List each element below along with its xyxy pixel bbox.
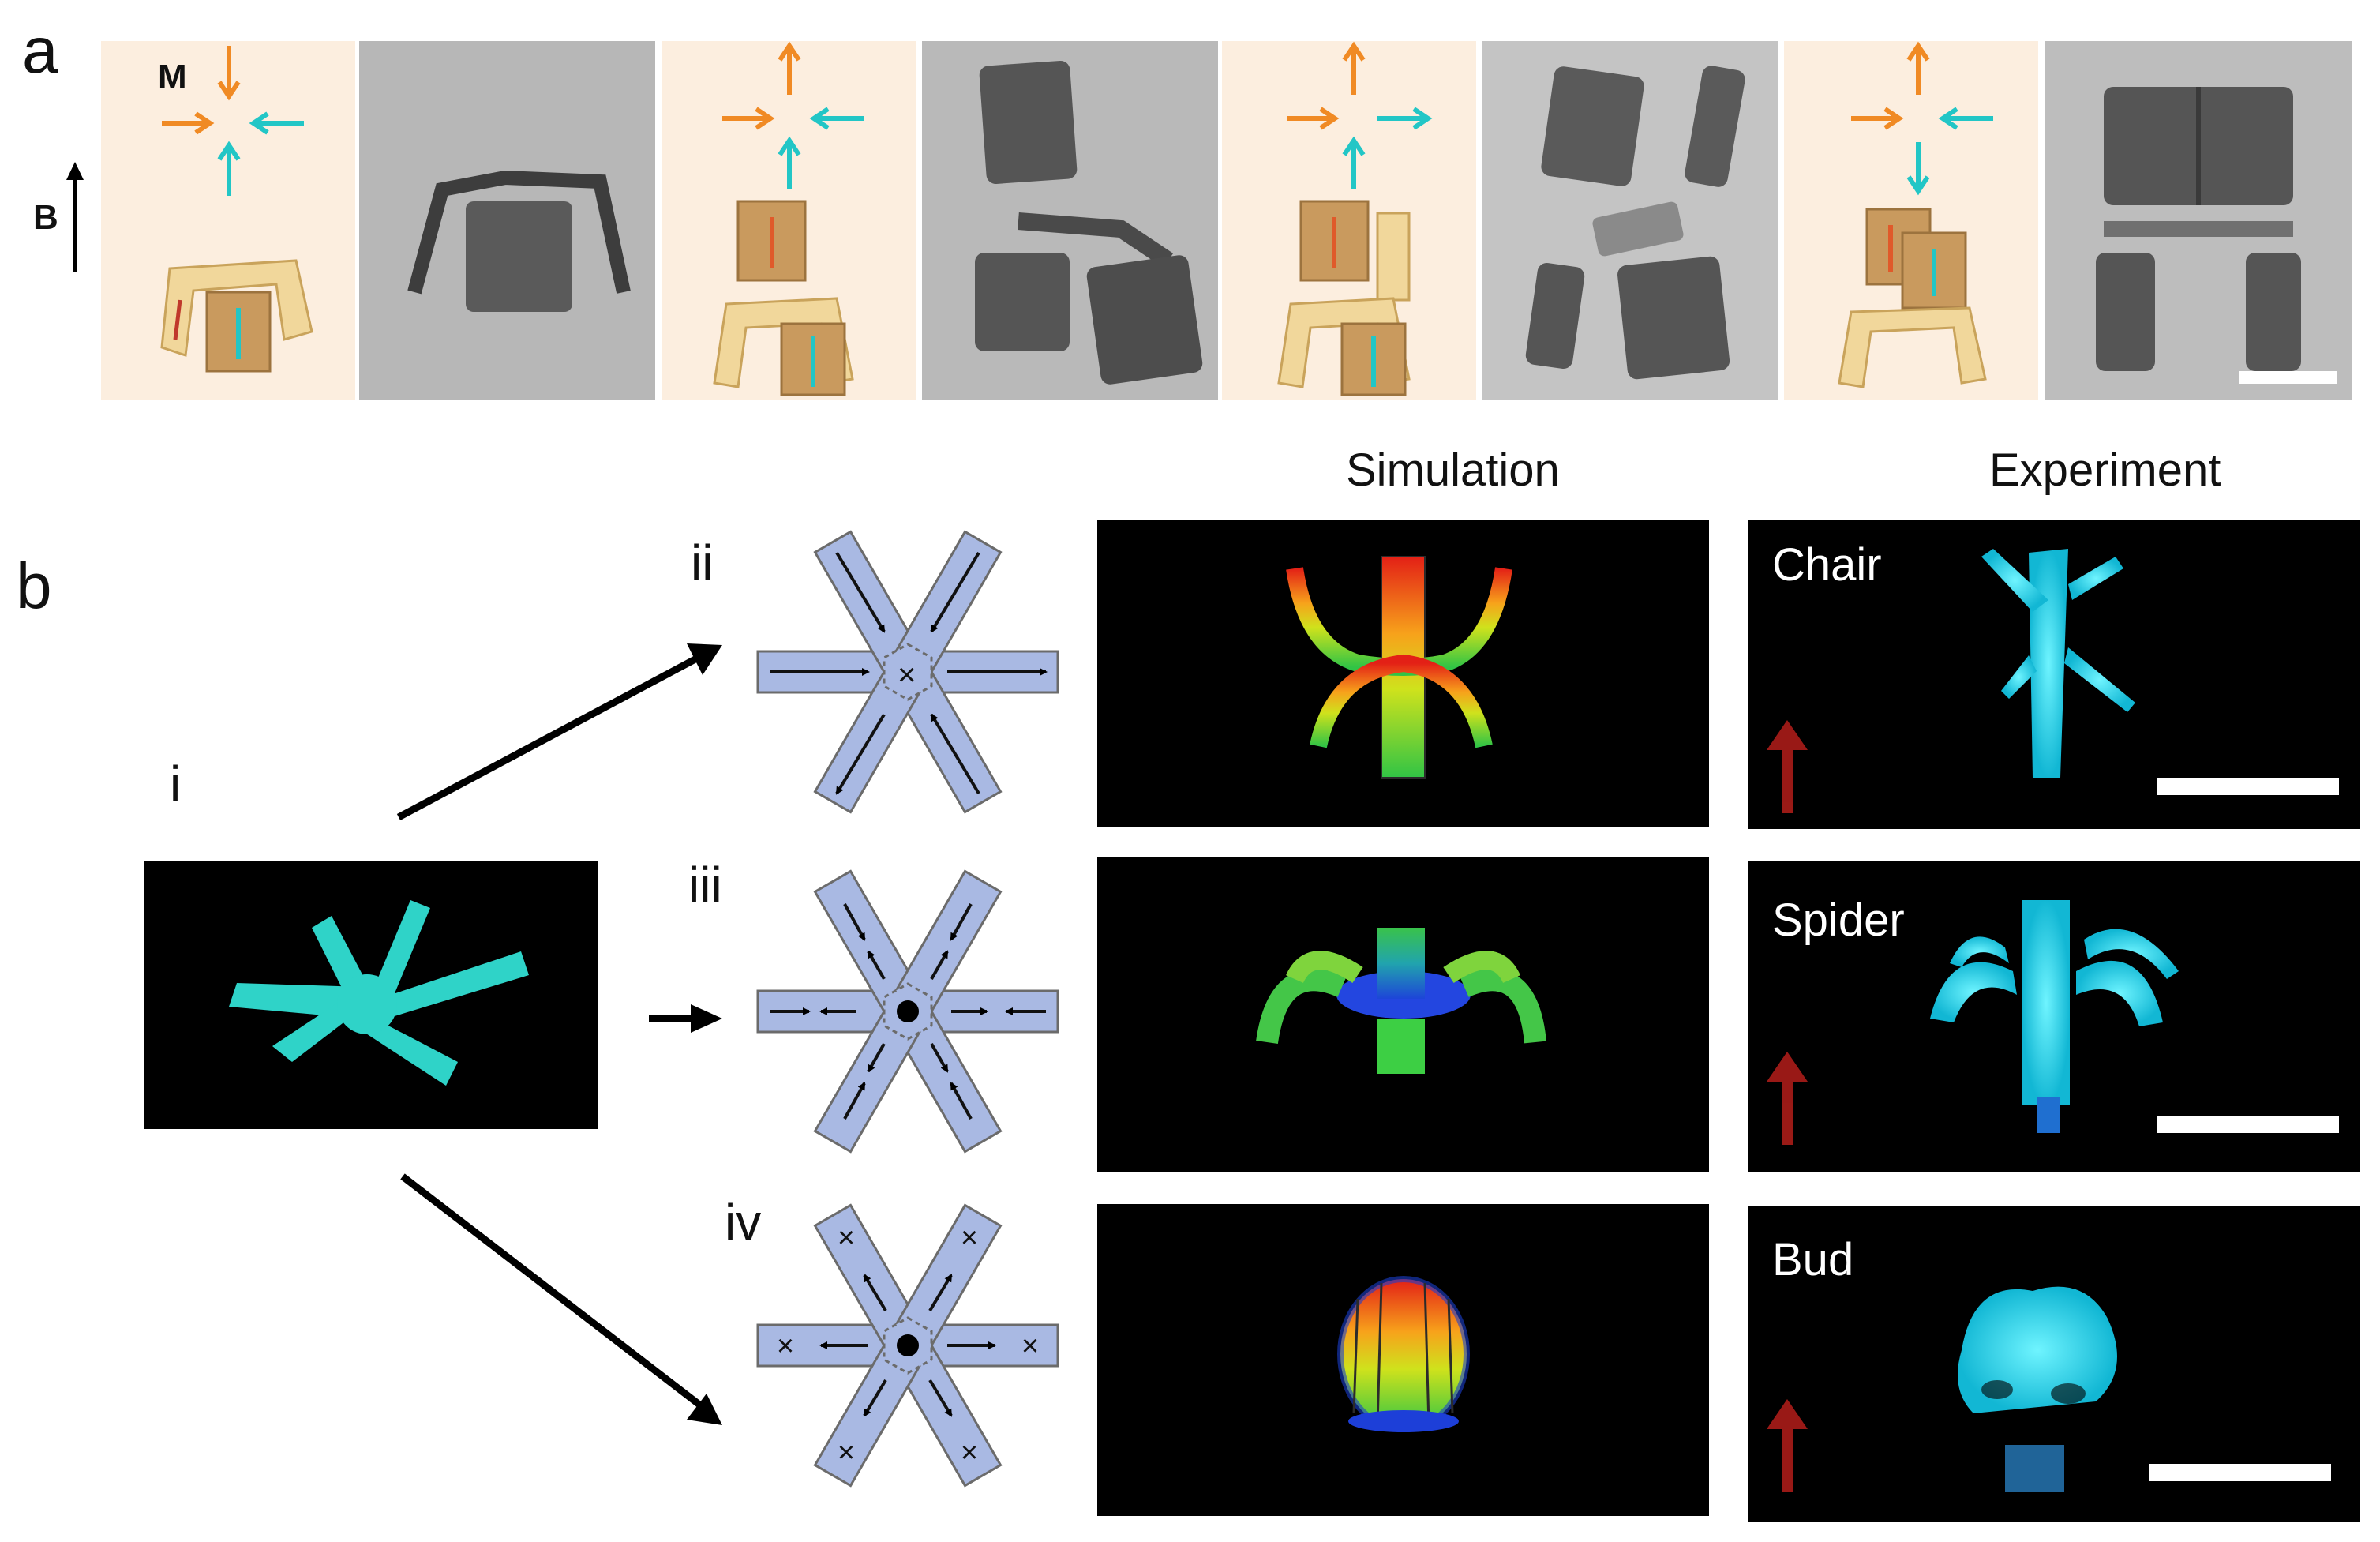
panel-a-micrograph-2 [922, 41, 1218, 400]
cross-mark-icon: × [838, 1436, 855, 1469]
scale-bar [2157, 778, 2339, 795]
scale-bar [2157, 1116, 2339, 1133]
shape-label-spider: Spider [1772, 895, 1905, 946]
panel-a-schematic-2 [662, 41, 916, 400]
transition-arrows [396, 643, 722, 1425]
field-label: B [33, 198, 58, 237]
field-direction-arrow-icon [1767, 1399, 1808, 1492]
programming-diagram-bud: × × × × × × [756, 1203, 1059, 1488]
simulation-bud [1097, 1204, 1709, 1516]
magnetization-arrows-icon [162, 46, 304, 196]
panel-a-schematic-3 [1222, 41, 1476, 400]
field-axis: B [33, 162, 84, 272]
initial-star-photo [144, 861, 598, 1129]
magnetization-arrows-icon [722, 41, 864, 189]
center-dot-icon [897, 1334, 919, 1356]
programming-diagram-chair: × [756, 530, 1059, 814]
magnetization-label: M [158, 58, 187, 96]
panel-a-micrograph-3 [1482, 41, 1778, 400]
chair-model-icon [160, 259, 313, 373]
cross-mark-icon: × [961, 1221, 978, 1255]
scale-bar [2239, 371, 2337, 384]
label-iv: iv [725, 1194, 761, 1251]
panel-a-micrograph-4 [2045, 41, 2352, 400]
experiment-bud: Bud [1748, 1206, 2360, 1522]
panel-a-schematic-1: M B [33, 41, 355, 400]
experiment-spider: Spider [1748, 861, 2360, 1172]
simulation-chair [1097, 520, 1709, 827]
chair-model-icon [1838, 208, 1987, 388]
cross-mark-icon: × [777, 1330, 794, 1363]
cross-mark-icon: × [838, 1221, 855, 1255]
panel-a-label: a [22, 15, 58, 87]
center-dot-icon [897, 1000, 919, 1022]
chair-model-icon [1277, 200, 1411, 396]
magnetization-arrows-icon [1851, 41, 1993, 196]
panel-b-label: b [16, 550, 52, 622]
panel-a-micrograph-1 [359, 41, 655, 400]
shape-label-bud: Bud [1772, 1234, 1853, 1285]
center-marker: × [898, 658, 916, 692]
simulation-spider [1097, 857, 1709, 1172]
field-direction-arrow-icon [1767, 720, 1808, 813]
label-iii: iii [688, 857, 722, 914]
chair-model-icon [713, 200, 854, 396]
cross-mark-icon: × [961, 1436, 978, 1469]
field-direction-arrow-icon [1767, 1052, 1808, 1145]
experiment-chair: Chair [1748, 520, 2360, 829]
cross-mark-icon: × [1021, 1330, 1039, 1363]
header-simulation: Simulation [1346, 445, 1560, 496]
magnetization-arrows-icon [1287, 41, 1433, 189]
shape-label-chair: Chair [1772, 539, 1882, 591]
header-experiment: Experiment [1989, 445, 2221, 496]
label-ii: ii [691, 535, 713, 591]
scale-bar [2149, 1464, 2331, 1481]
programming-diagram-spider [756, 869, 1059, 1154]
label-i: i [170, 756, 181, 812]
panel-a-schematic-4 [1784, 41, 2038, 400]
